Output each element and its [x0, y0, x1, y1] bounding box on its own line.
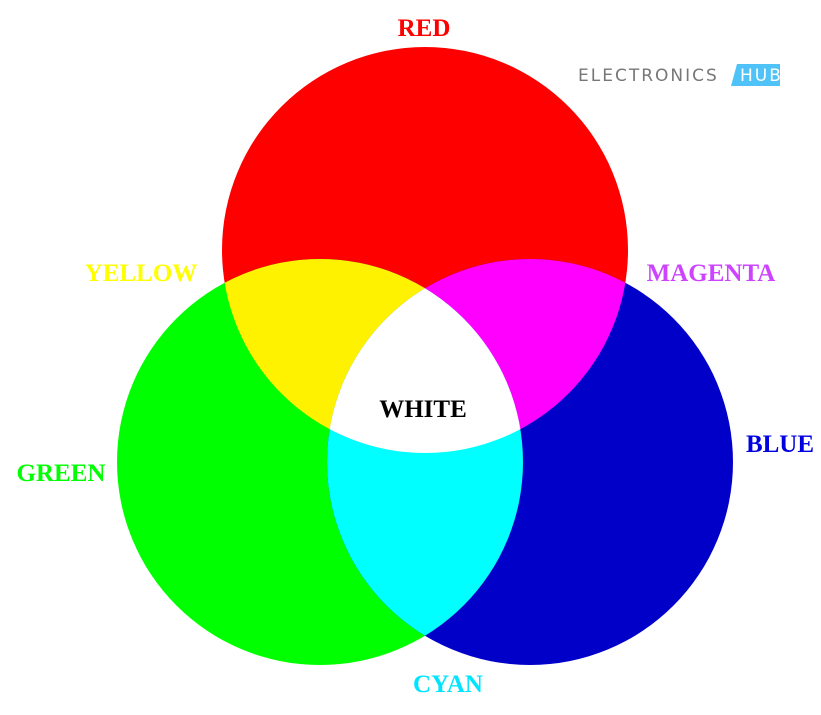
label-green: GREEN — [17, 460, 106, 487]
label-white: WHITE — [379, 396, 467, 423]
label-blue: BLUE — [746, 431, 814, 458]
label-red: RED — [398, 15, 451, 42]
label-cyan: CYAN — [413, 671, 483, 698]
label-magenta: MAGENTA — [647, 260, 776, 287]
logo-badge-text: HUB — [740, 66, 783, 86]
logo-badge — [731, 64, 780, 86]
white-overlap — [327, 259, 523, 453]
electronics-hub-logo: ELECTRONICS HUB — [578, 64, 783, 86]
logo-text: ELECTRONICS — [578, 66, 719, 86]
label-yellow: YELLOW — [85, 260, 198, 287]
